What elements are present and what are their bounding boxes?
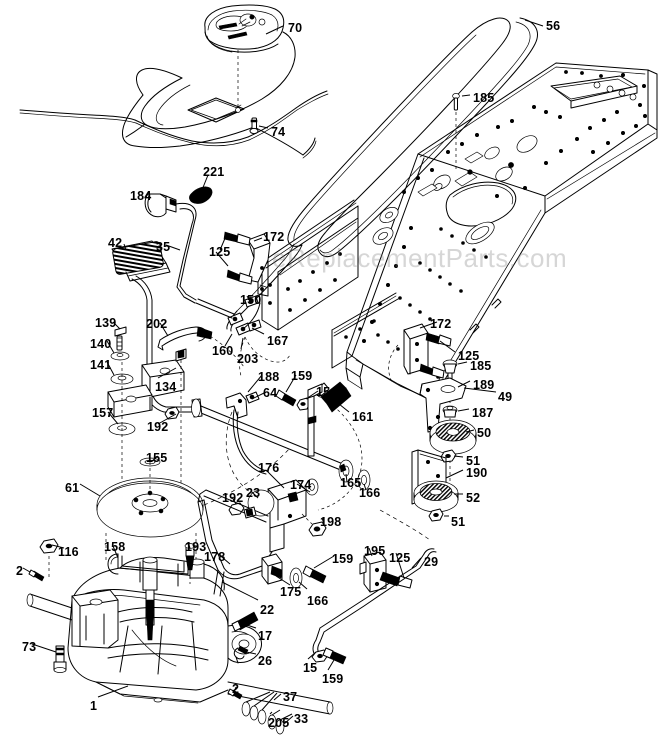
part-callout-140[interactable]: 140 [90,337,112,351]
bolt-125-upper [223,231,251,246]
bolt-125-upper-2 [226,269,253,285]
part-callout-165[interactable]: 165 [340,476,362,490]
part-callout-195[interactable]: 195 [364,544,386,558]
pulley-52 [413,480,459,513]
part-callout-174[interactable]: 174 [290,478,312,492]
part-callout-175[interactable]: 175 [280,585,302,599]
part-callout-160[interactable]: 160 [212,344,234,358]
part-callout-1[interactable]: 1 [90,699,98,713]
part-callout-37[interactable]: 37 [283,690,298,704]
part-callout-205[interactable]: 205 [268,716,290,730]
part-callout-35[interactable]: 35 [156,240,171,254]
part-callout-23[interactable]: 23 [246,486,261,500]
linkage-mid-group [195,231,291,377]
transaxle-assembly [26,538,334,715]
part-callout-42[interactable]: 42 [108,236,123,250]
part-callout-56[interactable]: 56 [546,19,561,33]
part-callout-17[interactable]: 17 [258,629,273,643]
part-callout-141[interactable]: 141 [90,358,112,372]
part-callout-166[interactable]: 166 [359,486,381,500]
part-callout-159[interactable]: 159 [332,552,354,566]
pedal-mount-group [107,275,245,512]
part-callout-2[interactable]: 2 [232,682,240,696]
part-callout-193[interactable]: 193 [185,540,207,554]
leader-lines [22,19,544,725]
part-callout-125[interactable]: 125 [209,245,231,259]
part-callout-166[interactable]: 166 [307,594,329,608]
bolt-73 [53,645,67,673]
part-callout-50[interactable]: 50 [477,426,492,440]
part-callout-167[interactable]: 167 [267,334,289,348]
part-callout-185[interactable]: 185 [473,91,495,105]
bolt-185-upper [452,93,460,170]
part-callout-125[interactable]: 125 [458,349,480,363]
drive-pulley-61 [96,447,291,560]
part-callout-221[interactable]: 221 [203,165,225,179]
part-callout-159[interactable]: 159 [291,369,313,383]
part-callout-176[interactable]: 176 [258,461,280,475]
part-callout-49[interactable]: 49 [498,390,513,404]
pedal-pad-42 [111,240,171,282]
part-callout-64[interactable]: 64 [263,386,278,400]
part-callout-198[interactable]: 198 [320,515,342,529]
part-callout-15[interactable]: 15 [303,661,318,675]
part-callout-159[interactable]: 159 [322,672,344,686]
cross-shaft-group [191,391,371,501]
part-callout-61[interactable]: 61 [65,481,80,495]
part-callout-2[interactable]: 2 [16,564,24,578]
spring-rod-group [275,381,363,511]
part-callout-33[interactable]: 33 [294,712,309,726]
part-callout-150[interactable]: 150 [240,293,262,307]
part-callout-51[interactable]: 51 [451,515,466,529]
idler-assembly [388,323,477,522]
part-callout-158[interactable]: 158 [104,540,126,554]
part-callout-192[interactable]: 192 [147,420,169,434]
part-callout-192[interactable]: 192 [222,491,244,505]
part-callout-157[interactable]: 157 [92,406,114,420]
drive-belt-56 [226,17,538,332]
part-callout-190[interactable]: 190 [466,466,488,480]
brake-rod-group [311,509,437,665]
part-callout-139[interactable]: 139 [95,316,117,330]
center-bracket-group [197,478,327,597]
fastener-74 [249,117,259,135]
part-callout-73[interactable]: 73 [22,640,37,654]
part-callout-52[interactable]: 52 [466,491,481,505]
part-callout-172[interactable]: 172 [263,230,285,244]
part-callout-178[interactable]: 178 [204,550,226,564]
part-callout-70[interactable]: 70 [288,21,303,35]
chassis-frame [261,62,658,402]
part-callout-134[interactable]: 134 [155,380,177,394]
bracket-172-upper [247,233,271,297]
part-callout-74[interactable]: 74 [271,125,286,139]
part-callout-155[interactable]: 155 [146,451,168,465]
hood-assembly [19,4,329,159]
part-callout-116[interactable]: 116 [58,545,79,559]
part-callout-189[interactable]: 189 [473,378,495,392]
part-callout-185[interactable]: 185 [470,359,492,373]
part-callout-22[interactable]: 22 [260,603,275,617]
part-callout-51[interactable]: 51 [466,454,481,468]
part-callout-203[interactable]: 203 [237,352,259,366]
part-callout-29[interactable]: 29 [424,555,439,569]
part-callout-172[interactable]: 172 [430,317,452,331]
bolt-139 [114,326,127,351]
part-callout-202[interactable]: 202 [146,317,168,331]
shift-lever-group [144,186,213,304]
part-callout-184[interactable]: 184 [130,189,152,203]
part-callout-161[interactable]: 161 [352,410,374,424]
part-callout-187[interactable]: 187 [472,406,494,420]
part-callout-26[interactable]: 26 [258,654,273,668]
part-callout-125[interactable]: 125 [389,551,411,565]
hardware-group [227,611,293,735]
pulley-50 [429,419,477,455]
part-callout-15[interactable]: 15 [316,385,331,399]
part-callout-188[interactable]: 188 [258,370,280,384]
